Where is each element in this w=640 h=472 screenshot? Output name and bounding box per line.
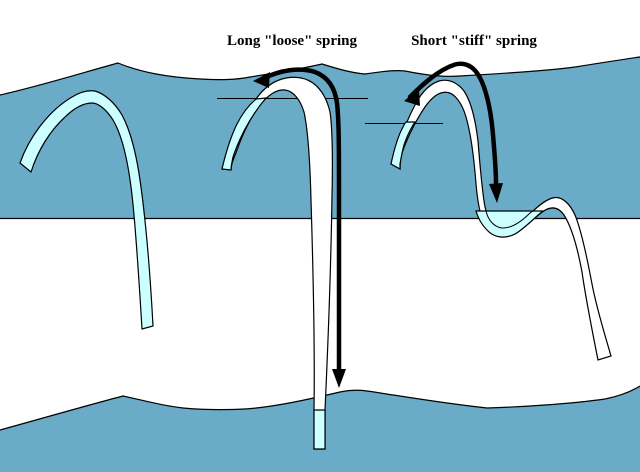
- label-short-spring: Short "stiff" spring: [411, 33, 537, 49]
- long-spring-submerged-bottom: [313, 409, 326, 450]
- long-spring-arrow-curve: [259, 67, 342, 373]
- short-spring-band: [390, 79, 612, 361]
- long-spring-submerged-left: [221, 97, 268, 171]
- long-spring-arrowhead-down: [332, 369, 346, 388]
- long-loose-spring: [221, 76, 333, 450]
- upper-water-surface-line: [0, 56, 640, 96]
- short-spring-arrowhead-down: [489, 183, 503, 203]
- motion-arrow-short-spring: [404, 61, 503, 203]
- label-long-spring: Long "loose" spring: [227, 33, 358, 49]
- short-stiff-spring: [390, 79, 612, 361]
- motion-arrow-long-spring: [253, 67, 346, 388]
- left-arch-spring: [19, 90, 154, 330]
- short-spring-submerged-left: [390, 121, 417, 171]
- long-spring-arrowhead-left: [253, 72, 270, 88]
- short-spring-arrowhead-left: [404, 89, 420, 106]
- short-spring-trough-pool: [475, 210, 545, 238]
- short-spring-trough-inner-line: [485, 210, 534, 229]
- lower-water-surface-line: [0, 385, 640, 431]
- short-spring-arrow-curve: [407, 61, 499, 186]
